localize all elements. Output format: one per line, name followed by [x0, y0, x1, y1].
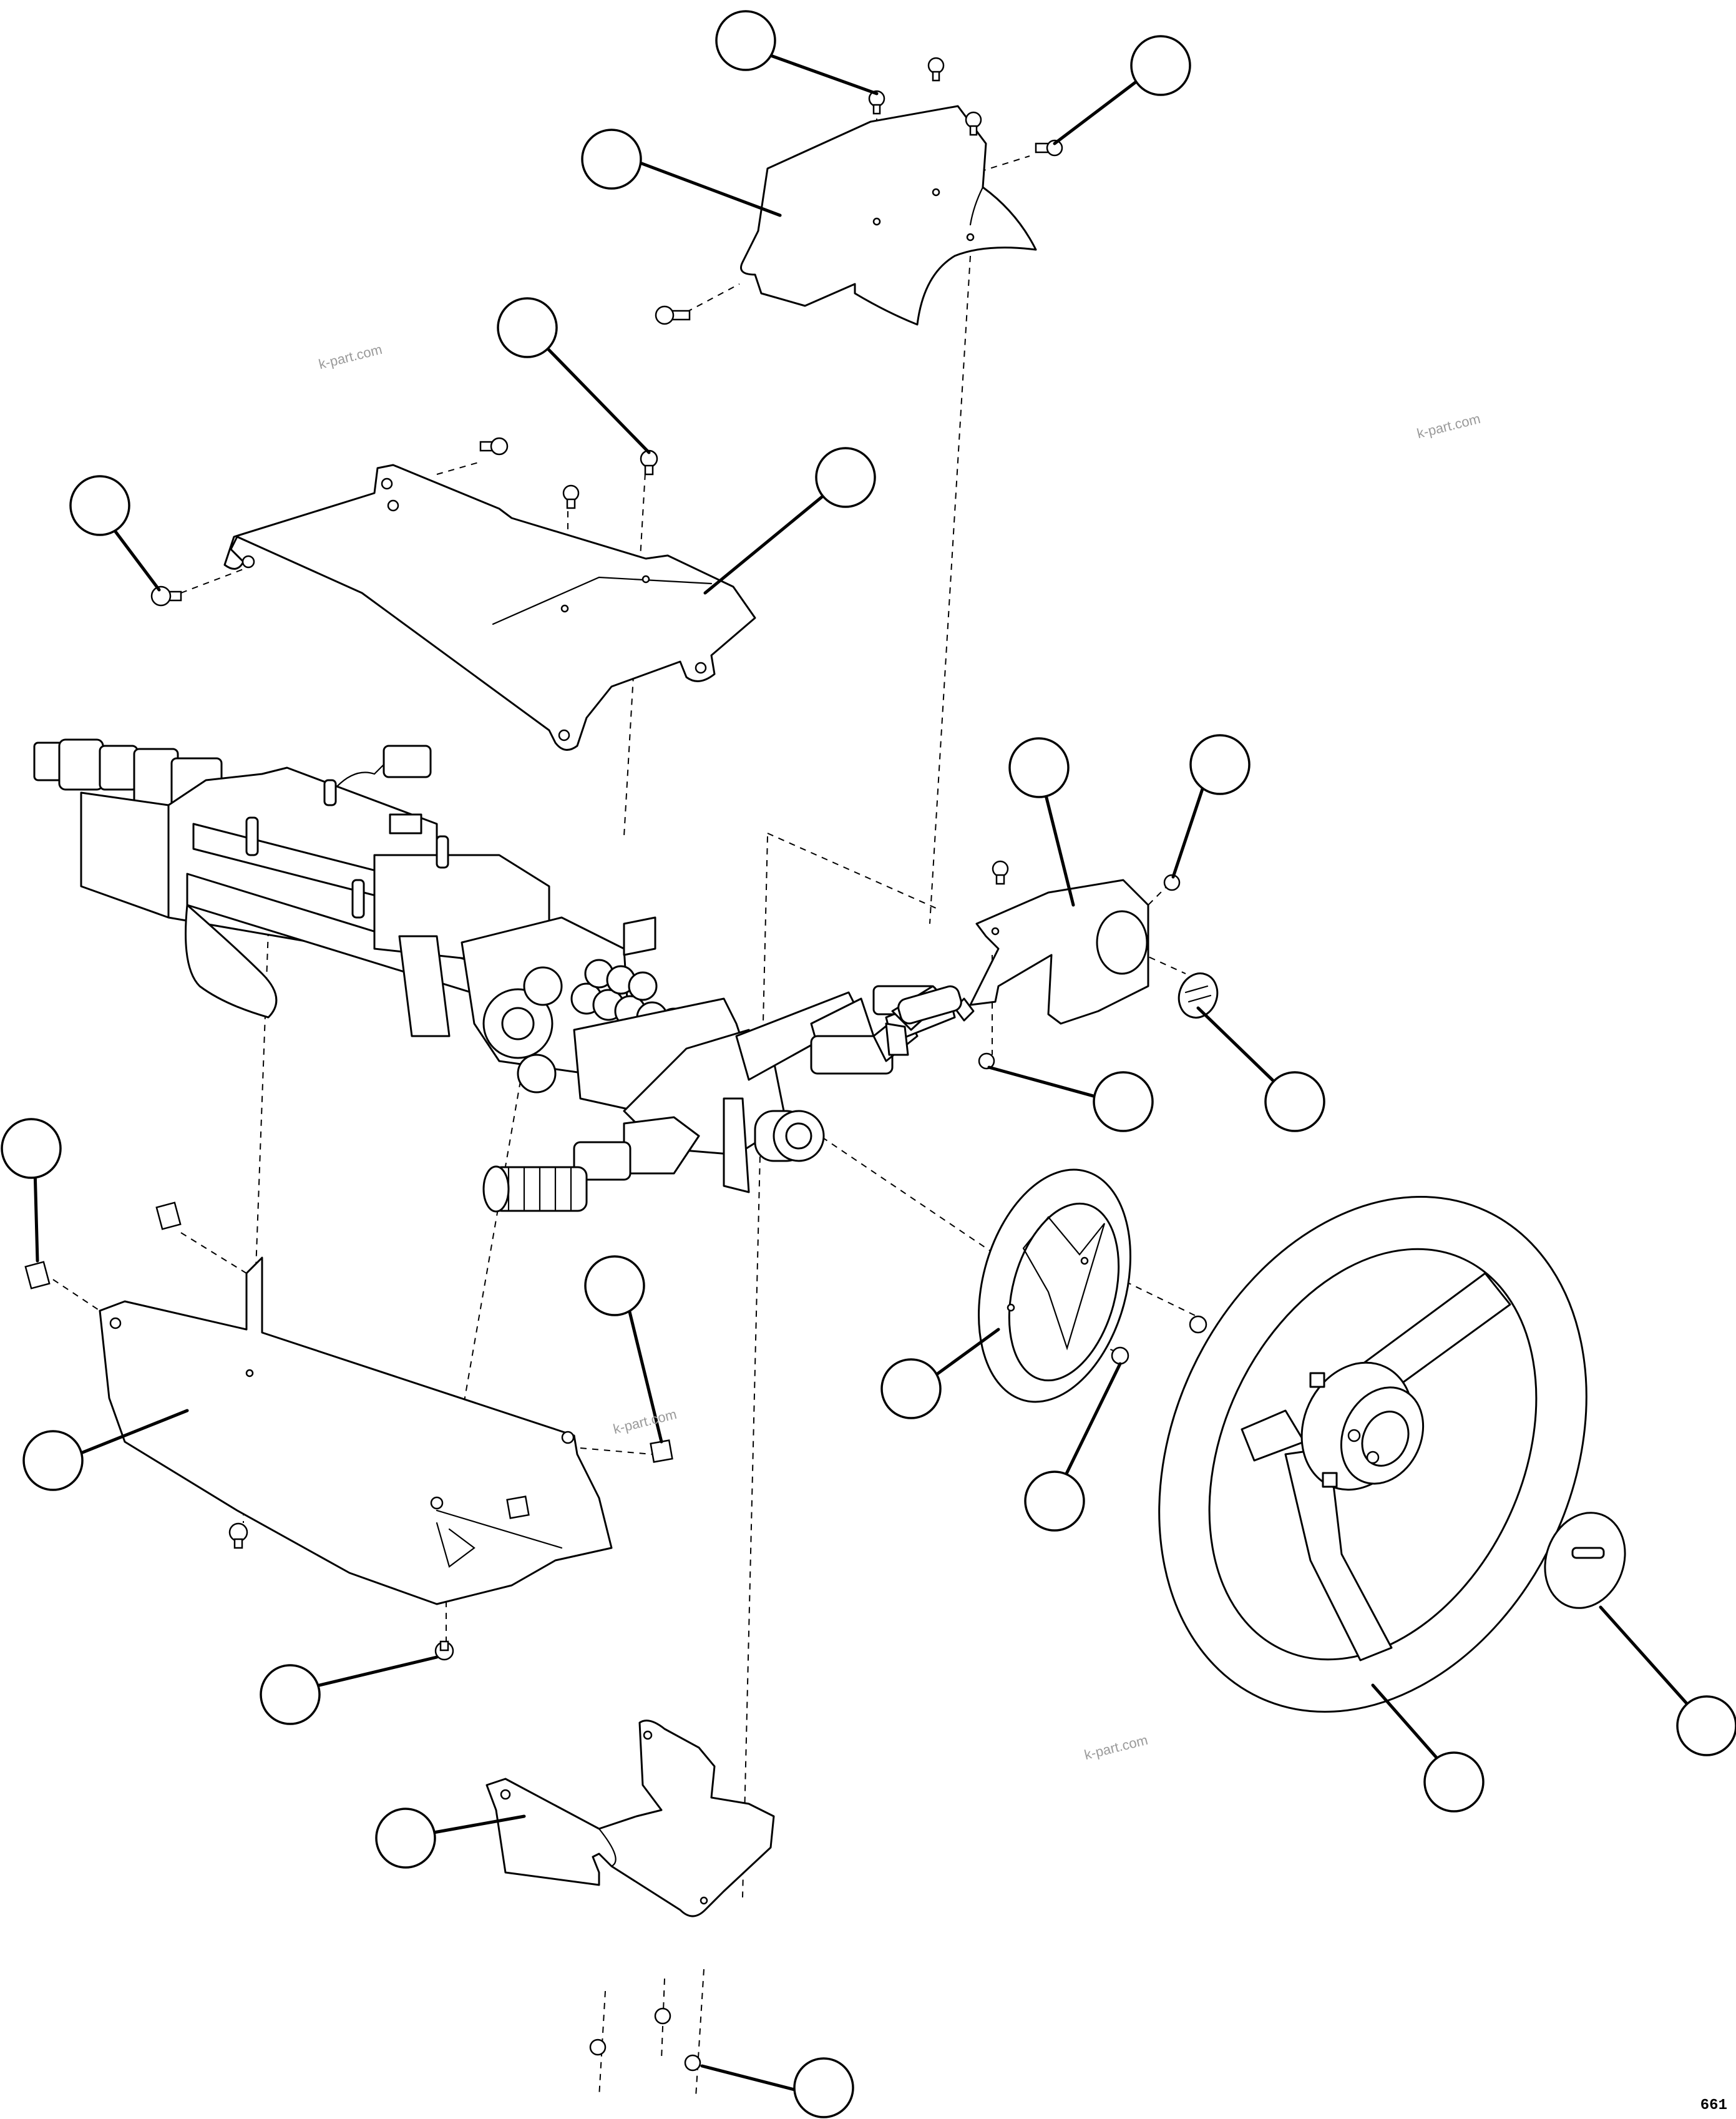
callout-bubble: [497, 297, 558, 358]
callout-bubble: [1423, 1751, 1485, 1813]
upper-column-cover: [740, 105, 1037, 326]
upper-bracket-screws: [150, 437, 658, 607]
horn-button-cap: [1544, 1512, 1626, 1609]
bottom-column-cover: [485, 1720, 775, 1917]
alignment-lines: [52, 119, 1554, 2098]
callout-bubble: [815, 447, 876, 508]
bottom-cover-screws: [589, 2007, 701, 2072]
callout-bubble: [1024, 1471, 1085, 1532]
callout-bubble: [584, 1255, 645, 1316]
callout-bubble: [375, 1808, 436, 1869]
callout-bubble: [880, 1358, 942, 1419]
upper-bracket: [223, 464, 756, 751]
lower-column-cover: [99, 1256, 613, 1605]
column-shroud-screws: [978, 860, 1181, 1070]
emblem-badge: [1178, 972, 1219, 1019]
callout-bubble: [1676, 1695, 1736, 1756]
callout-bubble: [22, 1430, 84, 1491]
callout-bubble: [1264, 1071, 1325, 1132]
steering-wheel: [1158, 1195, 1587, 1713]
callout-bubble: [1008, 737, 1070, 798]
steering-column-assembly: [33, 738, 975, 1213]
callout-bubble: [69, 475, 130, 536]
callout-bubble: [1189, 734, 1251, 795]
callout-bubbles: [1, 10, 1736, 2118]
column-upper-shroud: [969, 879, 1149, 1025]
callout-bubble: [1130, 35, 1191, 96]
steering-hub-ring: [978, 1168, 1207, 1403]
callout-bubble: [1093, 1071, 1154, 1132]
upper-cover-screws: [655, 57, 1063, 325]
callout-bubble: [1, 1118, 62, 1179]
callout-bubble: [260, 1664, 321, 1725]
callout-bubble: [793, 2057, 854, 2118]
drawing-code: 661: [1700, 2097, 1727, 2114]
lower-cover-clips: [24, 1201, 673, 1661]
callout-bubble: [581, 129, 642, 190]
callout-bubble: [715, 10, 776, 71]
